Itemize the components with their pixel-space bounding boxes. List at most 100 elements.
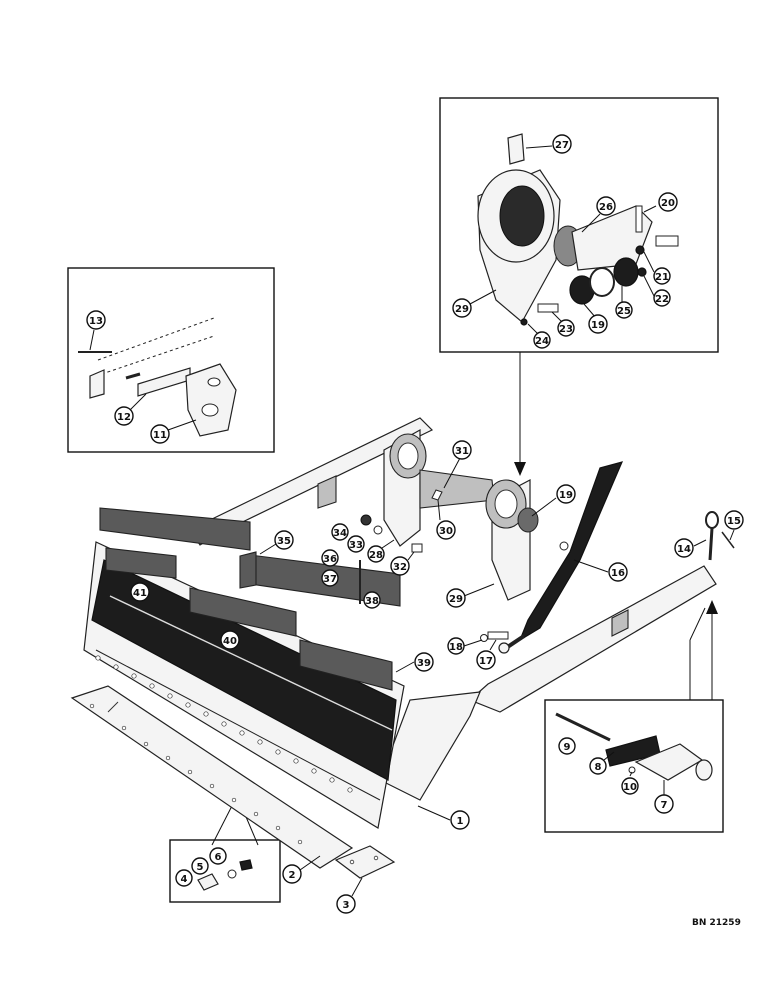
dozer-blade: [83, 541, 405, 829]
part-number-36: 36: [323, 554, 337, 565]
callout-26: 26: [581, 196, 616, 233]
callout-2: 2: [282, 855, 321, 884]
callout-41: 41: [130, 582, 150, 602]
callout-34: 34: [331, 523, 349, 541]
part-number-7: 7: [661, 800, 668, 811]
callout-4: 4: [175, 869, 193, 887]
callout-18: 18: [447, 637, 483, 655]
part-number-22: 22: [655, 294, 669, 305]
callout-3: 3: [336, 877, 363, 914]
callout-40: 40: [220, 630, 240, 650]
callout-9: 9: [558, 737, 576, 755]
callout-22: 22: [643, 275, 671, 307]
inset-box-hitch-pin: [544, 699, 724, 833]
inset-box-bolt-hardware: [169, 839, 281, 903]
part-number-21: 21: [655, 272, 669, 283]
pointer-arrow-hitch-pin: [689, 600, 718, 700]
callout-37: 37: [321, 569, 339, 587]
part-number-39: 39: [417, 658, 431, 669]
callout-6: 6: [209, 847, 227, 865]
callout-11: 11: [150, 419, 197, 444]
part-number-38: 38: [365, 596, 379, 607]
pointer-arrow-bearing: [514, 352, 526, 476]
bolt-hardware-detail: [197, 859, 253, 891]
part-number-40: 40: [223, 636, 237, 647]
callout-31: 31: [443, 440, 472, 489]
callout-21: 21: [643, 251, 671, 285]
hitch-pin: [705, 511, 735, 561]
part-number-35: 35: [277, 536, 291, 547]
part-number-29-inset: 29: [455, 304, 469, 315]
part-number-14: 14: [677, 544, 691, 555]
part-number-9: 9: [564, 742, 571, 753]
callout-36: 36: [321, 549, 339, 567]
callout-17: 17: [476, 639, 497, 670]
callout-16: 16: [573, 559, 628, 582]
callout-5: 5: [191, 857, 209, 875]
callout-8: 8: [589, 751, 615, 775]
part-number-30: 30: [439, 526, 453, 537]
callout-38: 38: [363, 591, 381, 609]
callout-33: 33: [347, 535, 365, 553]
callout-14: 14: [674, 538, 707, 558]
part-number-31: 31: [455, 446, 469, 457]
callout-35: 35: [259, 530, 294, 555]
part-number-33: 33: [349, 540, 363, 551]
callout-12: 12: [114, 393, 147, 426]
callout-15: 15: [724, 510, 744, 541]
callout-25: 25: [615, 286, 633, 319]
loose-hardware-center: [359, 489, 509, 642]
side-frame-bracket: [379, 691, 481, 801]
frame-arm-lower: [468, 565, 717, 713]
part-number-1: 1: [457, 816, 464, 827]
part-number-19-inset: 19: [591, 320, 605, 331]
part-number-25: 25: [617, 306, 631, 317]
part-number-20: 20: [661, 198, 675, 209]
part-number-13: 13: [89, 316, 103, 327]
callout-23: 23: [551, 311, 575, 337]
inset-box-hitch-bracket: [67, 267, 275, 453]
hitch-bracket-detail: [78, 317, 237, 437]
part-number-6: 6: [215, 852, 222, 863]
part-number-28: 28: [369, 550, 383, 561]
part-number-19: 19: [559, 490, 573, 501]
part-number-2: 2: [289, 870, 296, 881]
callout-1: 1: [417, 805, 470, 830]
part-number-34: 34: [333, 528, 347, 539]
callout-30: 30: [436, 499, 456, 540]
callout-39: 39: [395, 652, 434, 673]
bearing-assembly-detail: [477, 133, 679, 326]
part-number-10: 10: [623, 782, 637, 793]
callout-20: 20: [643, 192, 678, 213]
callout-32: 32: [390, 551, 415, 576]
callout-19: 19: [531, 484, 576, 517]
part-number-37: 37: [323, 574, 337, 585]
pivot-bracket-right: [485, 479, 539, 601]
part-number-3: 3: [343, 900, 350, 911]
reference-code: BN 21259: [692, 918, 741, 928]
bumper-pad-lower: [299, 639, 393, 691]
part-number-8: 8: [595, 762, 602, 773]
part-number-27: 27: [555, 140, 569, 151]
callout-13: 13: [86, 310, 106, 351]
part-number-12: 12: [117, 412, 131, 423]
inset-box-bearing-assembly: [439, 97, 719, 353]
cutting-edge-strip: [70, 685, 354, 869]
part-number-11: 11: [153, 430, 167, 441]
callout-7: 7: [654, 780, 674, 814]
part-number-5: 5: [197, 862, 204, 873]
part-number-18: 18: [449, 642, 463, 653]
callout-27: 27: [525, 134, 572, 154]
part-number-17: 17: [479, 656, 493, 667]
callout-19-inset: 19: [583, 303, 608, 334]
callout-29: 29: [446, 583, 495, 608]
callout-28: 28: [367, 539, 395, 563]
part-number-23: 23: [559, 324, 573, 335]
callout-10: 10: [621, 771, 639, 795]
part-number-32: 32: [393, 562, 407, 573]
part-number-15: 15: [727, 516, 741, 527]
part-number-16: 16: [611, 568, 625, 579]
hydraulic-cylinder: [498, 461, 624, 654]
callout-24: 24: [527, 323, 551, 349]
